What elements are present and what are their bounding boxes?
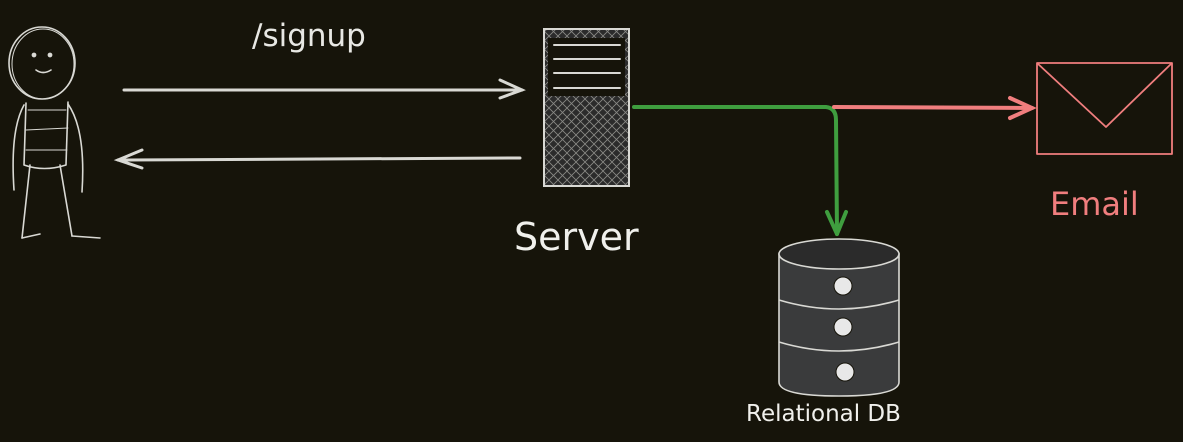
server-icon bbox=[543, 28, 630, 187]
request-label: /signup bbox=[252, 18, 366, 54]
user-figure-icon bbox=[8, 26, 101, 239]
database-icon bbox=[778, 238, 900, 397]
server-to-db-arrow bbox=[632, 105, 848, 236]
server-to-email-arrow bbox=[832, 96, 1037, 120]
database-label: Relational DB bbox=[746, 401, 901, 427]
email-label: Email bbox=[1050, 185, 1139, 223]
response-arrow bbox=[113, 148, 522, 170]
server-label: Server bbox=[514, 215, 639, 259]
request-arrow bbox=[122, 78, 526, 100]
email-envelope-icon bbox=[1036, 62, 1173, 155]
